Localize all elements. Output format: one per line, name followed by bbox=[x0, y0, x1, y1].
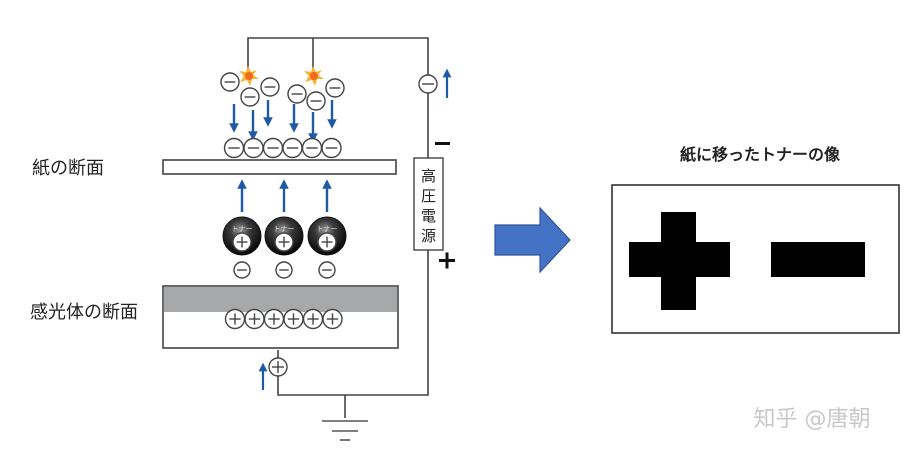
positive-charge bbox=[302, 308, 324, 330]
toner-particle: トナー bbox=[222, 216, 262, 256]
plus-toner-image bbox=[629, 212, 730, 310]
svg-text:トナー: トナー bbox=[274, 225, 295, 233]
positive-charge bbox=[244, 308, 265, 330]
down-arrows bbox=[229, 100, 337, 143]
photoconductor-section-label: 感光体の断面 bbox=[30, 302, 138, 323]
positive-charge bbox=[263, 308, 285, 330]
wire-top bbox=[247, 37, 429, 158]
falling-negative-charges bbox=[220, 72, 345, 111]
high-voltage-power-supply bbox=[413, 157, 444, 251]
watermark: 知乎 @唐朝 bbox=[754, 407, 871, 432]
toner-particles: トナー トナー トナー bbox=[222, 216, 347, 256]
svg-text:トナー: トナー bbox=[232, 225, 253, 233]
spark-icon bbox=[304, 66, 324, 86]
negative-charge bbox=[301, 137, 323, 159]
negative-charge bbox=[318, 261, 336, 279]
circuit-negative-charge bbox=[418, 74, 438, 94]
negative-charge bbox=[325, 78, 345, 98]
negative-charge bbox=[260, 77, 280, 97]
toner-particle: トナー bbox=[264, 216, 304, 256]
svg-text:圧: 圧 bbox=[421, 187, 436, 205]
paper-negative-charges bbox=[223, 137, 342, 159]
negative-charge bbox=[275, 261, 293, 279]
positive-charge bbox=[322, 308, 343, 330]
paper-section bbox=[162, 159, 397, 175]
terminal-plus-icon bbox=[439, 252, 455, 269]
svg-text:トナー: トナー bbox=[317, 225, 338, 233]
toner-particle: トナー bbox=[307, 216, 347, 256]
negative-charge bbox=[262, 137, 284, 159]
spark-icon bbox=[239, 66, 259, 86]
negative-charge bbox=[233, 261, 251, 279]
power-supply-label: 高 圧 電 源 bbox=[421, 167, 436, 245]
negative-charge bbox=[220, 72, 240, 92]
svg-text:電: 電 bbox=[421, 207, 436, 225]
negative-charge bbox=[306, 91, 326, 111]
terminal-minus-icon bbox=[435, 142, 450, 145]
result-title: 紙に移ったトナーの像 bbox=[680, 145, 841, 164]
ground-positive-charge bbox=[268, 357, 288, 377]
right-arrow-icon bbox=[494, 206, 571, 274]
minus-toner-image bbox=[771, 242, 865, 277]
paper-section-label: 紙の断面 bbox=[32, 158, 104, 179]
positive-charge bbox=[232, 232, 252, 252]
ground-icon bbox=[322, 420, 368, 441]
positive-charge bbox=[224, 308, 246, 330]
negative-charge bbox=[287, 84, 307, 104]
negative-charge bbox=[243, 137, 264, 159]
photoconductor-positive-charges bbox=[224, 308, 343, 330]
up-arrows bbox=[237, 179, 332, 212]
negative-charge bbox=[282, 137, 303, 159]
negative-charge bbox=[240, 87, 260, 107]
negative-charge bbox=[223, 137, 245, 159]
positive-charge bbox=[283, 308, 304, 330]
positive-charge bbox=[274, 232, 294, 252]
svg-text:源: 源 bbox=[421, 227, 436, 245]
photoconductor-surface-negative-charges bbox=[233, 261, 336, 279]
svg-text:高: 高 bbox=[421, 167, 436, 185]
positive-charge bbox=[317, 232, 337, 252]
negative-charge bbox=[321, 137, 342, 159]
